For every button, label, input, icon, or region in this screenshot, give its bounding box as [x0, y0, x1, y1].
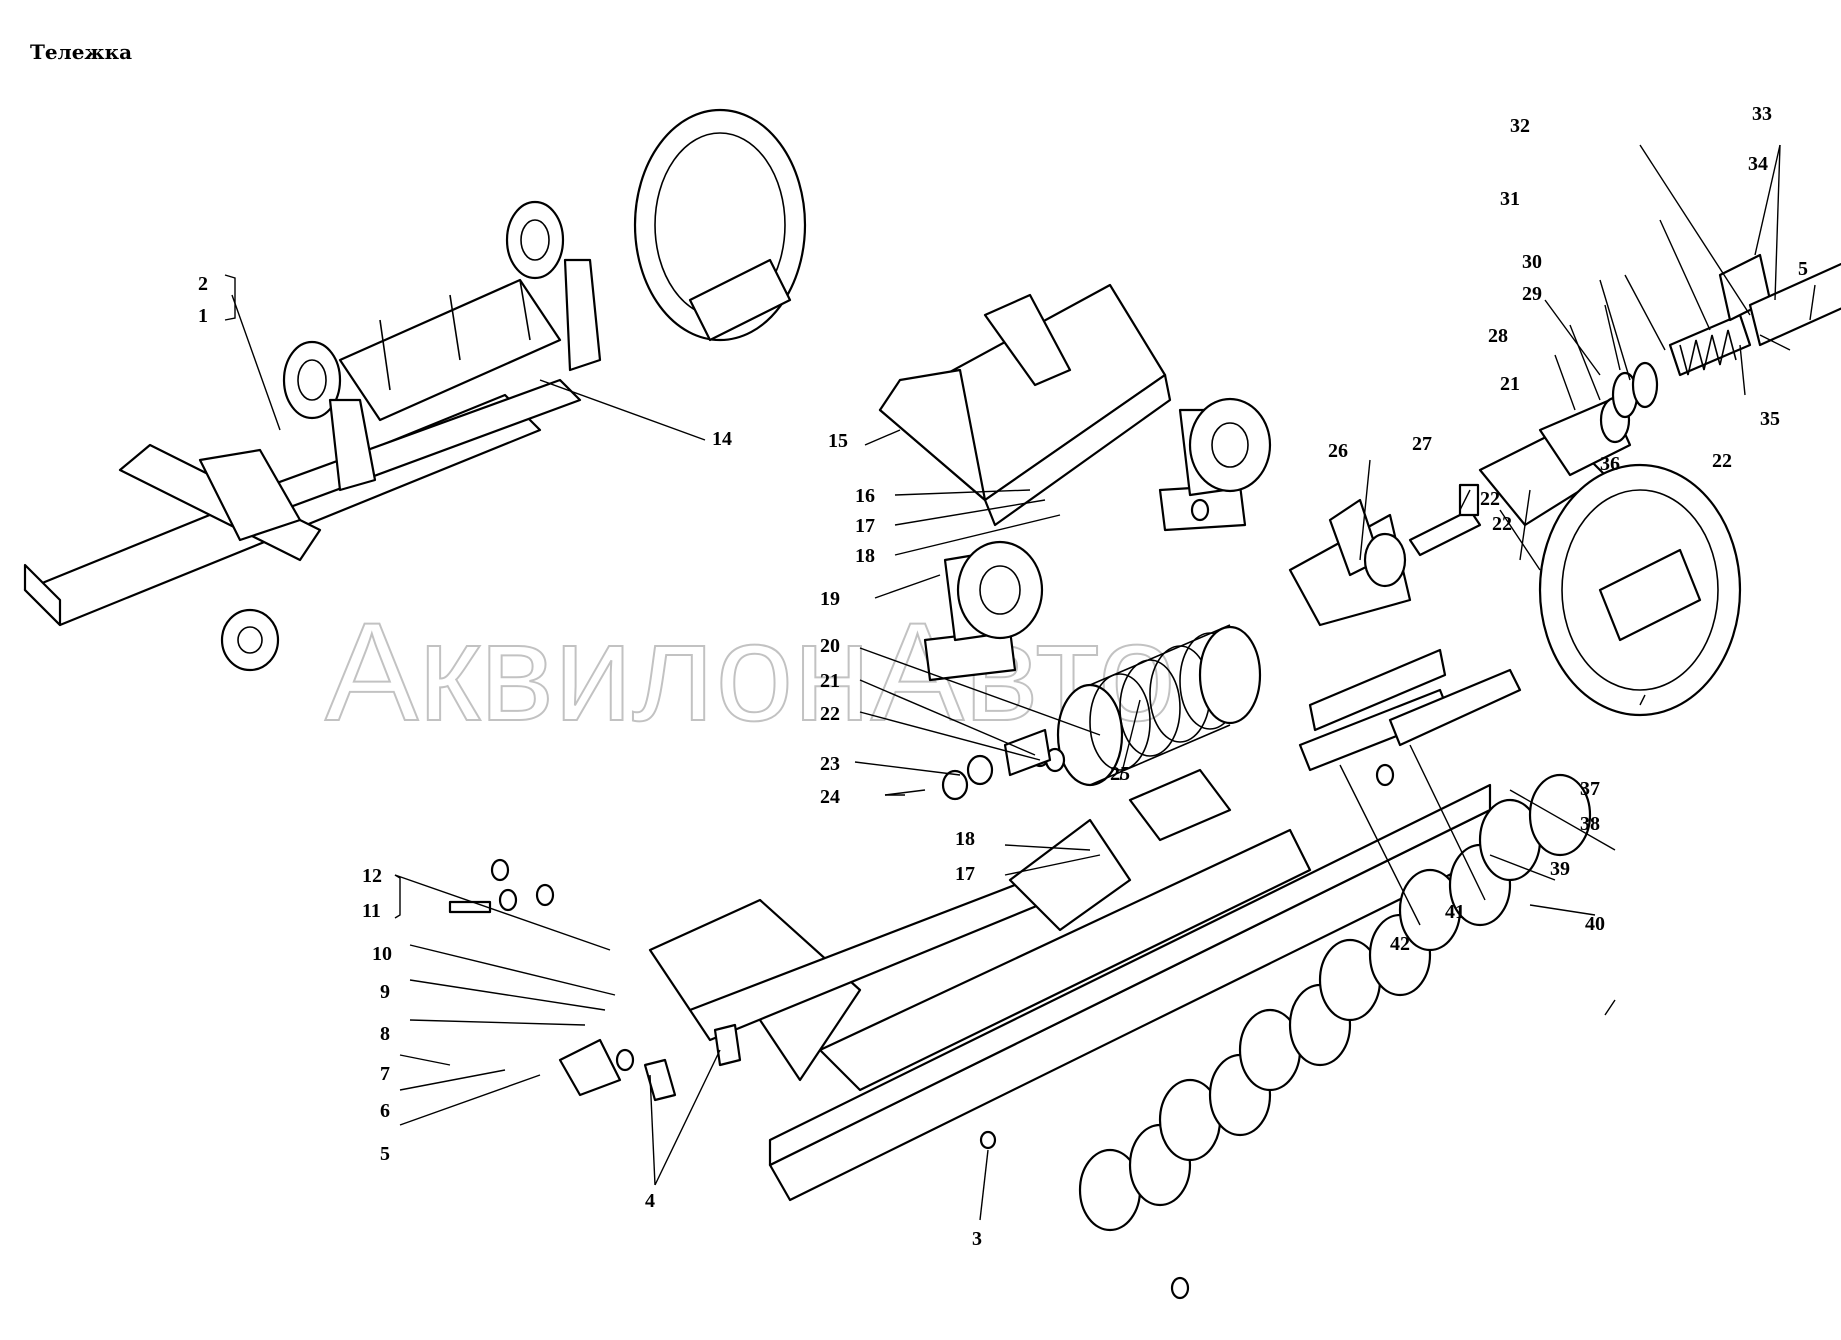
- callout-15: 15: [828, 430, 848, 452]
- callout-8: 8: [380, 1023, 390, 1045]
- callout-32: 32: [1510, 115, 1530, 137]
- callout-10: 10: [372, 943, 392, 965]
- callout-24: 24: [820, 786, 840, 808]
- callout-22c: 22: [1712, 450, 1732, 472]
- callout-18: 18: [855, 545, 875, 567]
- main-track-frame: [648, 648, 1522, 1202]
- callout-21b: 21: [1500, 373, 1520, 395]
- callout-3: 3: [972, 1228, 982, 1250]
- callout-9: 9: [380, 981, 390, 1003]
- callout-39: 39: [1550, 858, 1570, 880]
- callout-40: 40: [1585, 913, 1605, 935]
- callout-5b: 5: [1798, 258, 1808, 280]
- callout-30: 30: [1522, 251, 1542, 273]
- watermark: АквилонАвто: [325, 593, 1176, 750]
- callout-labels: 2 1 14 15 16 17 18 19 20 21 22 23 24 25 …: [198, 103, 1808, 1250]
- callout-29: 29: [1522, 283, 1542, 305]
- callout-17b: 17: [955, 863, 975, 885]
- leader-lines: [224, 144, 1816, 1221]
- callout-16: 16: [855, 485, 875, 507]
- callout-7: 7: [380, 1063, 390, 1085]
- part-34-brackets: [1718, 253, 1841, 347]
- callout-20: 20: [820, 635, 840, 657]
- callout-23: 23: [820, 753, 840, 775]
- callout-37: 37: [1580, 778, 1600, 800]
- callout-26: 26: [1328, 440, 1348, 462]
- middle-roller: [1158, 397, 1272, 532]
- callout-12: 12: [362, 865, 382, 887]
- callout-28: 28: [1488, 325, 1508, 347]
- part-31-spring: [1668, 313, 1752, 377]
- part-27-bolt: [1408, 483, 1482, 557]
- part-37-idler-wheel: [1538, 463, 1742, 717]
- callout-31: 31: [1500, 188, 1520, 210]
- callout-18b: 18: [955, 828, 975, 850]
- small-parts: [448, 498, 1395, 1300]
- callout-21: 21: [820, 670, 840, 692]
- callout-38: 38: [1580, 813, 1600, 835]
- callout-4: 4: [645, 1190, 655, 1212]
- part-19-support-roller: [923, 540, 1044, 682]
- callout-1: 1: [198, 305, 208, 327]
- callout-22b: 22: [1492, 513, 1512, 535]
- callout-34: 34: [1748, 153, 1768, 175]
- callout-41: 41: [1445, 901, 1465, 923]
- callout-33: 33: [1752, 103, 1772, 125]
- callout-42: 42: [1390, 933, 1410, 955]
- part-15-cover: [878, 283, 1172, 527]
- page-title: Тележка: [30, 40, 133, 64]
- callout-22d: 22: [1480, 488, 1500, 510]
- part-40-track-rollers: [1078, 773, 1592, 1232]
- callout-25: 25: [1110, 763, 1130, 785]
- callout-14: 14: [712, 428, 732, 450]
- assembled-track-frame: [23, 108, 807, 672]
- callout-36: 36: [1600, 453, 1620, 475]
- callout-27: 27: [1412, 433, 1432, 455]
- callout-5a: 5: [380, 1143, 390, 1165]
- callout-35: 35: [1760, 408, 1780, 430]
- tension-spring: [1056, 624, 1262, 787]
- callout-6: 6: [380, 1100, 390, 1122]
- callout-22: 22: [820, 703, 840, 725]
- part-26-bracket: [1288, 498, 1412, 627]
- part-28-housing: [1478, 396, 1632, 527]
- callout-11: 11: [362, 900, 381, 922]
- callout-19: 19: [820, 588, 840, 610]
- callout-17: 17: [855, 515, 875, 537]
- part-36-rings: [1611, 361, 1659, 419]
- callout-2: 2: [198, 273, 208, 295]
